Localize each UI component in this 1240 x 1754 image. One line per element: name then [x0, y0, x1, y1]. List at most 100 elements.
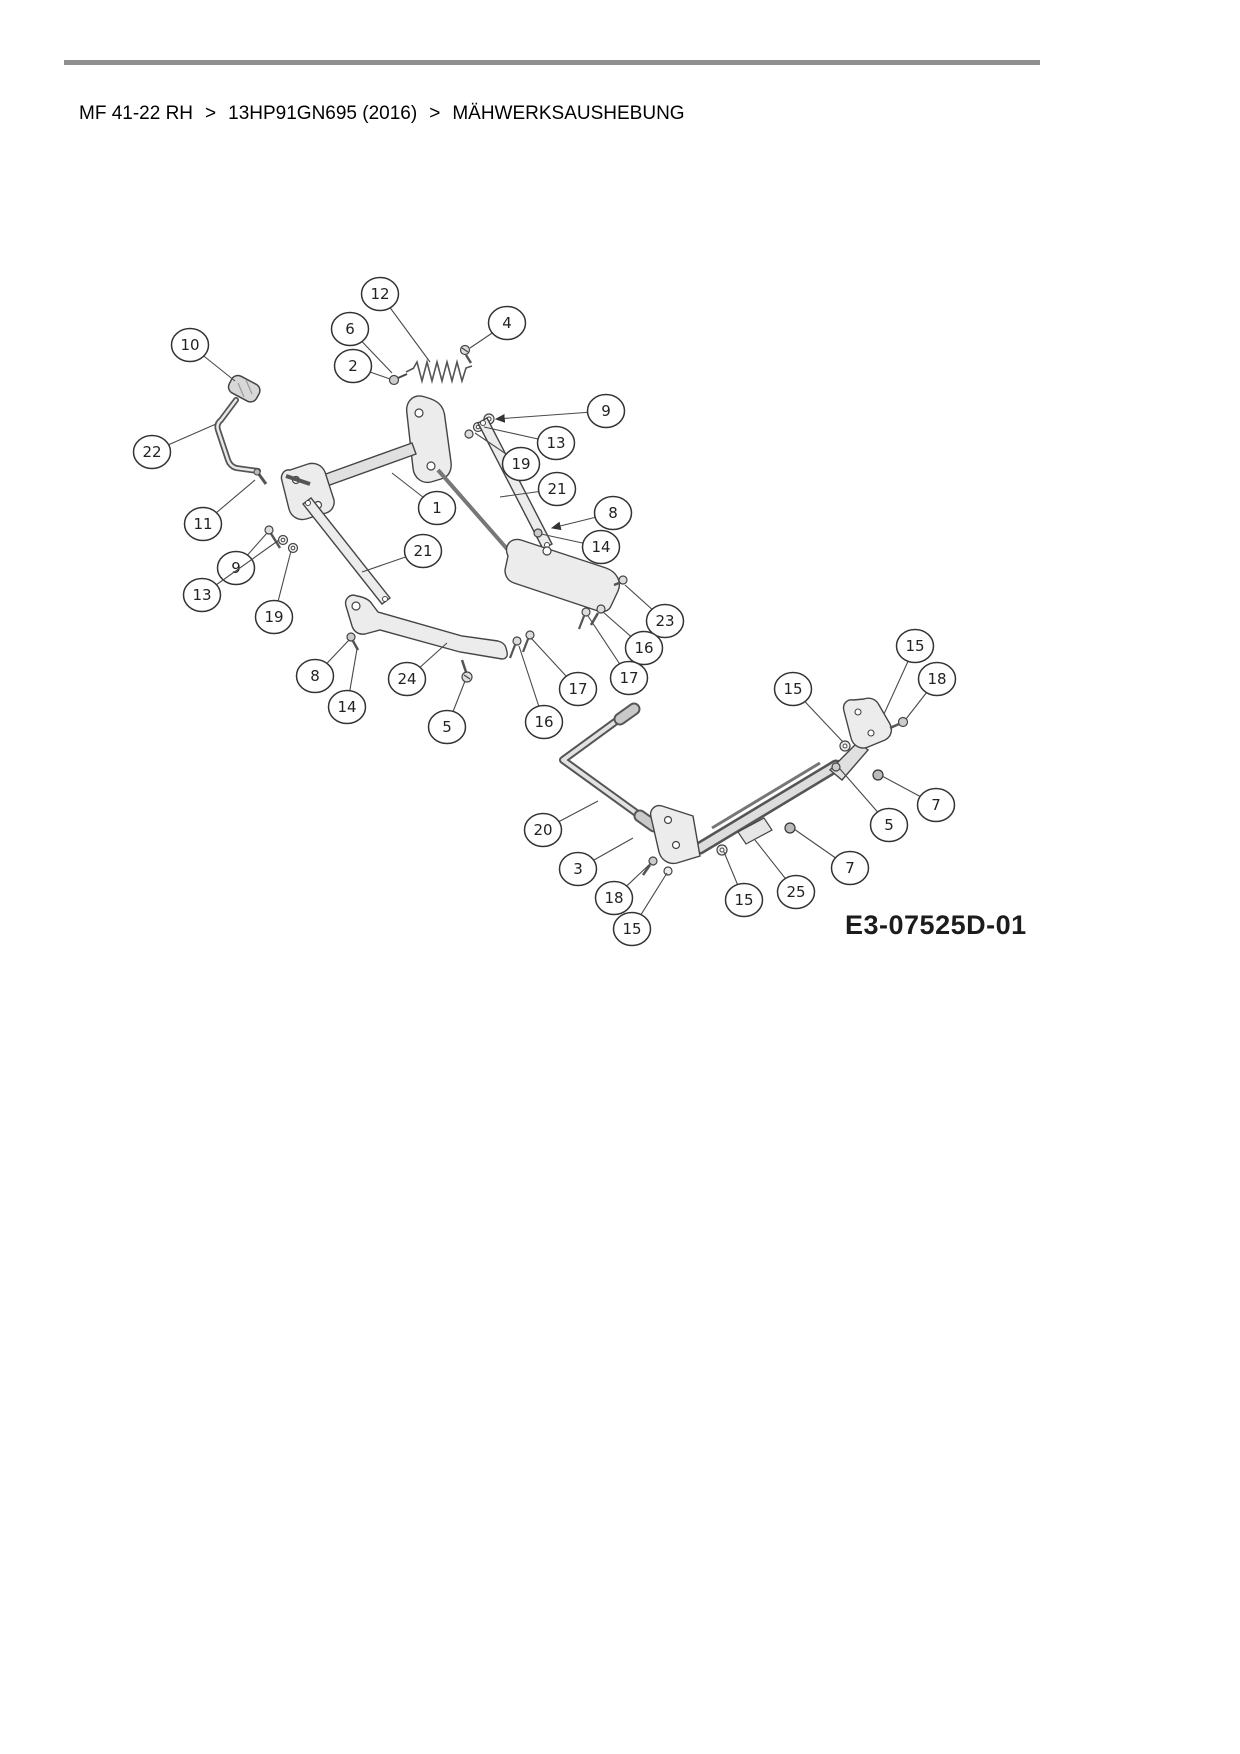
- callout-18: 18: [594, 862, 652, 916]
- callout-2: 2: [333, 348, 391, 384]
- part-link-right: [477, 417, 553, 550]
- svg-text:1: 1: [432, 499, 442, 517]
- callout-15: 15: [723, 851, 764, 918]
- part-screw-4: [459, 344, 473, 364]
- svg-text:18: 18: [604, 889, 623, 907]
- svg-text:15: 15: [622, 920, 641, 938]
- callout-5: 5: [427, 680, 467, 745]
- part-pin-11: [253, 468, 268, 485]
- svg-text:15: 15: [783, 680, 802, 698]
- svg-text:19: 19: [264, 608, 283, 626]
- part-screws-16-17: [508, 630, 535, 659]
- svg-text:4: 4: [502, 314, 512, 332]
- callout-10: 10: [170, 327, 236, 382]
- svg-text:3: 3: [573, 860, 583, 878]
- callout-8: 8: [295, 639, 350, 694]
- svg-text:22: 22: [142, 443, 161, 461]
- callout-16: 16: [602, 611, 664, 666]
- svg-text:5: 5: [442, 718, 452, 736]
- callout-14: 14: [540, 529, 621, 565]
- svg-text:16: 16: [634, 639, 653, 657]
- svg-text:12: 12: [370, 285, 389, 303]
- svg-text:20: 20: [533, 821, 552, 839]
- part-mounting-plate: [842, 697, 893, 749]
- top-divider: [64, 60, 1040, 65]
- svg-text:5: 5: [884, 816, 894, 834]
- svg-text:11: 11: [193, 515, 212, 533]
- callout-25: 25: [754, 839, 816, 910]
- part-lever-rod: [214, 397, 261, 474]
- callout-4: 4: [469, 305, 527, 349]
- callout-17: 17: [530, 637, 598, 707]
- svg-text:13: 13: [546, 434, 565, 452]
- part-washers-left: [264, 525, 299, 554]
- callout-21: 21: [361, 533, 443, 573]
- svg-text:8: 8: [608, 504, 618, 522]
- callout-21: 21: [499, 471, 577, 507]
- svg-text:13: 13: [192, 586, 211, 604]
- part-bent-rod: [559, 702, 661, 833]
- part-bolt-spring-anchor: [388, 373, 408, 386]
- callout-15: 15: [612, 872, 668, 947]
- svg-text:24: 24: [397, 670, 416, 688]
- svg-text:15: 15: [734, 891, 753, 909]
- callout-6: 6: [330, 311, 393, 374]
- diagram-code: E3-07525D-01: [845, 910, 1027, 940]
- callout-22: 22: [132, 423, 217, 470]
- svg-text:17: 17: [568, 680, 587, 698]
- callout-13: 13: [182, 539, 280, 613]
- callout-13: 13: [483, 425, 576, 461]
- part-screw-5-left: [460, 659, 473, 683]
- part-fasteners-rear: [641, 716, 909, 876]
- callout-19: 19: [474, 432, 541, 482]
- svg-text:10: 10: [180, 336, 199, 354]
- part-link-left: [302, 497, 391, 605]
- callout-23: 23: [624, 584, 685, 639]
- callout-24: 24: [387, 642, 448, 697]
- diagram-line-art: [214, 344, 909, 876]
- breadcrumb-item-model[interactable]: MF 41-22 RH: [79, 103, 194, 124]
- callout-9: 9: [216, 532, 268, 586]
- part-left-bracket: [280, 462, 335, 521]
- callout-15: 15: [773, 671, 844, 743]
- svg-text:14: 14: [337, 698, 356, 716]
- part-screw-17-right: [577, 607, 591, 630]
- part-right-bracket: [504, 528, 628, 613]
- breadcrumb-item-section[interactable]: MÄHWERKSAUSHEBUNG: [452, 103, 685, 124]
- callout-15: 15: [883, 628, 935, 715]
- callout-8: 8: [550, 495, 633, 531]
- part-lever-knob: [227, 374, 261, 403]
- svg-text:23: 23: [655, 612, 674, 630]
- part-lift-shaft: [649, 741, 870, 865]
- part-frame-rod: [436, 468, 517, 560]
- part-lower-arm: [344, 594, 508, 660]
- callout-9: 9: [494, 393, 626, 429]
- svg-text:7: 7: [845, 859, 855, 877]
- breadcrumb-item-variant[interactable]: 13HP91GN695 (2016): [228, 103, 418, 124]
- svg-text:16: 16: [534, 713, 553, 731]
- part-spring: [405, 358, 473, 385]
- callout-14: 14: [327, 648, 367, 725]
- callout-3: 3: [558, 837, 634, 887]
- callout-5: 5: [839, 768, 909, 843]
- svg-text:6: 6: [345, 320, 355, 338]
- svg-text:9: 9: [601, 402, 611, 420]
- svg-text:17: 17: [619, 669, 638, 687]
- part-upper-bracket: [406, 395, 452, 484]
- svg-text:21: 21: [413, 542, 432, 560]
- callout-7: 7: [881, 775, 956, 823]
- callout-1: 1: [391, 472, 457, 526]
- svg-text:9: 9: [231, 559, 241, 577]
- svg-text:21: 21: [547, 480, 566, 498]
- svg-text:15: 15: [905, 637, 924, 655]
- callout-18: 18: [905, 661, 957, 720]
- callout-16: 16: [518, 645, 564, 740]
- svg-text:18: 18: [927, 670, 946, 688]
- callout-19: 19: [254, 550, 294, 635]
- part-bolt-8-left: [346, 632, 360, 651]
- svg-text:14: 14: [591, 538, 610, 556]
- callout-7: 7: [793, 828, 870, 886]
- breadcrumb-separator-icon: >: [429, 103, 441, 124]
